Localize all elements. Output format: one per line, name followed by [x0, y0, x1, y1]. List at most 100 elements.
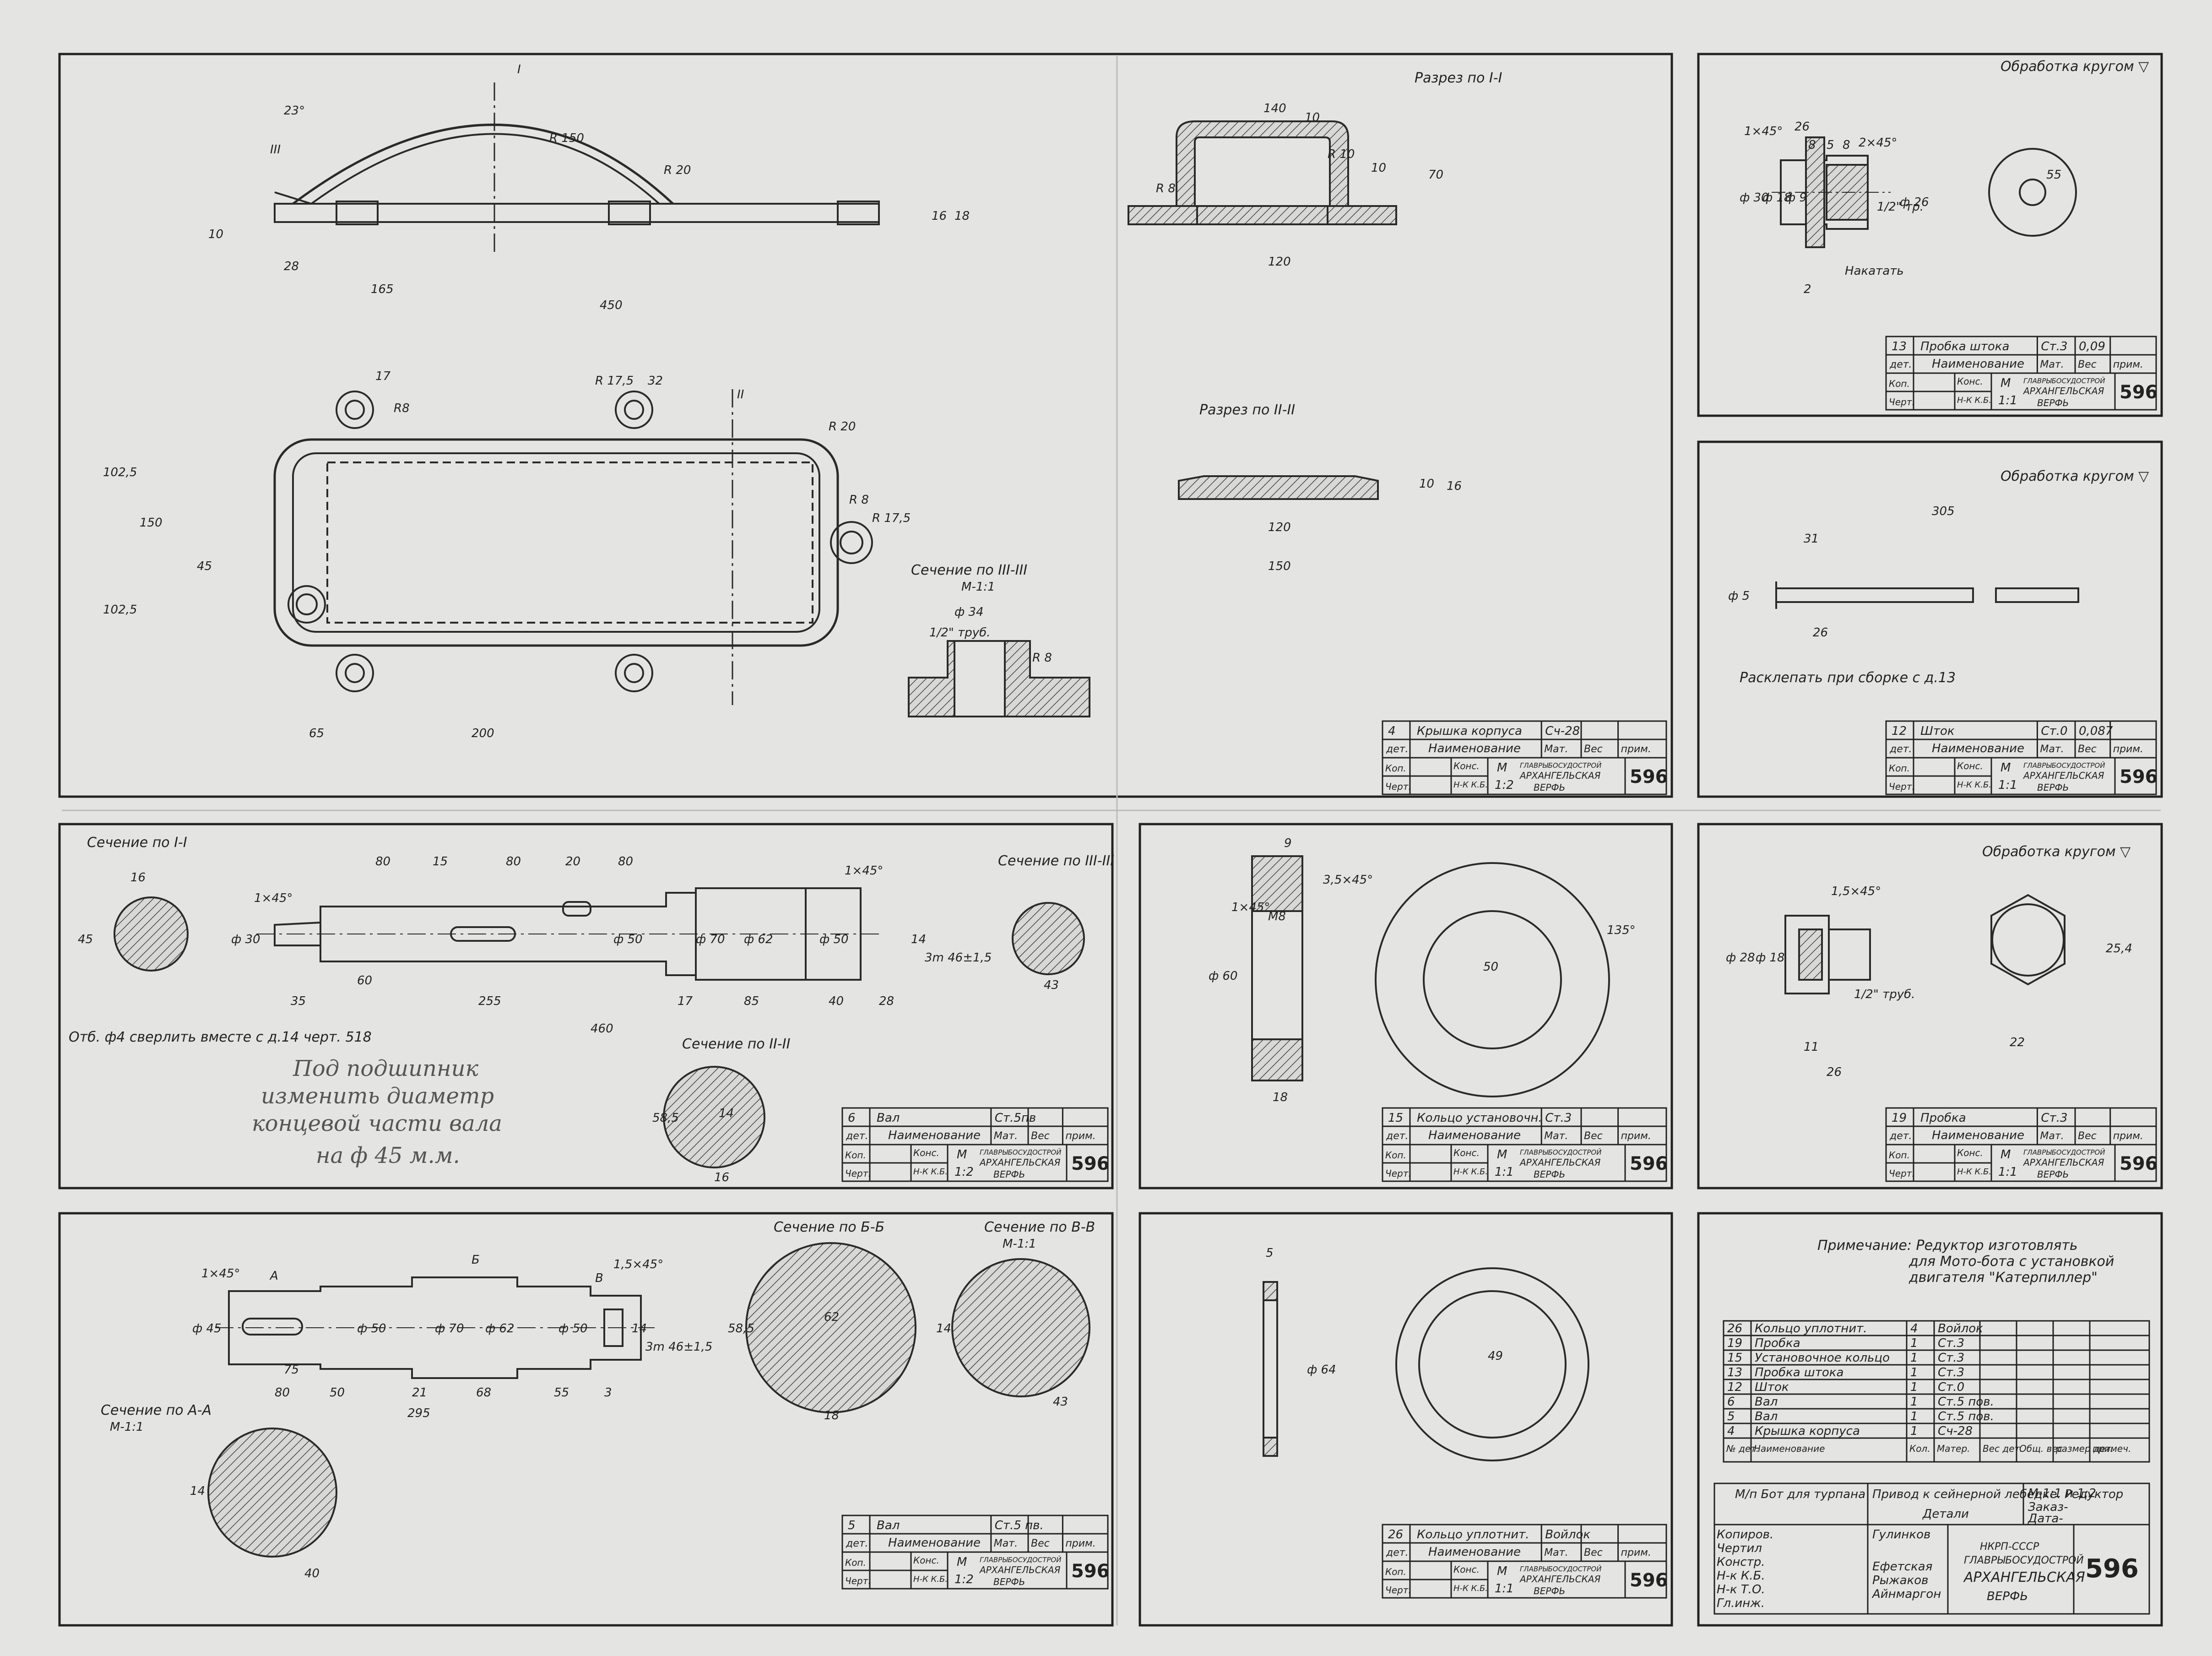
dim: 23° — [284, 104, 305, 118]
object-name: Привод к сейнерной лебедке. Редуктор — [1872, 1488, 2123, 1501]
section-title-a: Сечение по I-I — [87, 835, 187, 851]
spec-cell: 1 — [1910, 1380, 1918, 1394]
dim: 1/2" труб. — [929, 626, 990, 640]
dim: R 17,5 — [872, 511, 911, 525]
spec-cell: 15 — [1727, 1351, 1742, 1365]
dim: 16 — [714, 1171, 729, 1184]
spec-cell: 1 — [1910, 1366, 1918, 1379]
dim: III — [270, 143, 281, 157]
handwritten-note: Под подшипник — [293, 1056, 479, 1081]
organisation: ВЕРФЬ — [1987, 1590, 2028, 1603]
tb-header: Наименование — [1428, 1545, 1521, 1559]
tb-header: Мат. — [1544, 744, 1568, 755]
part-name: Вал — [877, 1519, 900, 1532]
tb-org: АРХАНГЕЛЬСКАЯ — [2022, 1157, 2104, 1168]
assembly-note: Расклепать при сборке с д.13 — [1740, 670, 1956, 686]
part-material: Ст.3 — [1545, 1111, 1572, 1125]
tb-header: дет. — [1889, 1130, 1912, 1142]
tb-header: прим. — [2113, 359, 2143, 370]
dim: ф 70 — [435, 1322, 464, 1336]
tb-sheet-number: 596 — [2120, 382, 2158, 403]
dim: 18 — [824, 1409, 839, 1423]
spec-cell: 1 — [1910, 1395, 1918, 1409]
dim: 50 — [330, 1386, 345, 1400]
spec-cell: Пробка — [1755, 1336, 1800, 1350]
section-title-c: Сечение по А-А — [101, 1402, 211, 1418]
dim: ф 30 — [231, 933, 260, 946]
dim: 55 — [2046, 168, 2061, 182]
dim: 45 — [78, 933, 93, 946]
tb-scale: 1:2 — [954, 1573, 974, 1586]
dim: 21 — [412, 1386, 427, 1400]
part-material: Сч-28 — [1545, 724, 1580, 738]
tb-sheet-number: 596 — [1630, 1153, 1668, 1174]
dim: R 8 — [849, 493, 869, 507]
tb-org: ВЕРФЬ — [993, 1169, 1025, 1180]
dim: 26 — [1813, 626, 1828, 640]
dim: R 150 — [549, 131, 584, 145]
role: Н-к К.Б. — [1717, 1569, 1765, 1583]
person: Гулинков — [1872, 1528, 1930, 1542]
tb-role: Коп. — [1889, 1150, 1910, 1161]
dim: 40 — [304, 1567, 320, 1580]
spec-cell: Вал — [1755, 1395, 1778, 1409]
tb-role: Н-К К.Б. — [1957, 396, 1991, 405]
tb-sheet-number: 596 — [1630, 1570, 1668, 1591]
tb-role: Черт. — [1889, 781, 1915, 792]
panel-frame-spec — [1697, 1212, 2163, 1627]
processing-note: Обработка кругом ▽ — [2001, 59, 2149, 75]
processing-note: Обработка кругом ▽ — [1982, 844, 2131, 860]
spec-cell: 4 — [1910, 1322, 1918, 1336]
tb-role: Черт. — [1889, 1168, 1915, 1179]
tb-role: Коп. — [845, 1150, 866, 1161]
spec-cell: Ст.0 — [1938, 1380, 1964, 1394]
part-material: Ст.5 пв. — [995, 1519, 1044, 1532]
dim: 1/2" тр. — [1877, 200, 1924, 214]
tb-org: ВЕРФЬ — [2037, 1169, 2069, 1180]
dim: 1×45° — [201, 1267, 240, 1281]
part-number: 13 — [1892, 340, 1907, 353]
organisation: ГЛАВРЫБОСУДОСТРОЙ — [1964, 1554, 2084, 1566]
tb-sheet-number: 596 — [2120, 766, 2158, 787]
panel-shaft6-labels: Сечение по I-I Сечение по III-III Сечени… — [69, 835, 1114, 1184]
dim: 2 — [1804, 282, 1811, 296]
section-scale-b: М-1:1 — [1003, 1237, 1036, 1251]
dim: 1×45° — [845, 864, 883, 878]
spec-header: Матер. — [1937, 1443, 1970, 1454]
dim: 9 — [1284, 836, 1292, 850]
role: Констр. — [1717, 1555, 1765, 1569]
dim: 1/2" труб. — [1854, 988, 1915, 1001]
dim: 16 — [932, 209, 947, 223]
section-scale-3: М-1:1 — [961, 580, 995, 594]
tb-header: Мат. — [994, 1538, 1018, 1549]
panel-frame-plug19 — [1697, 823, 2163, 1189]
tb-header: Наименование — [1932, 1129, 2024, 1142]
dim: 140 — [1263, 102, 1286, 115]
dim: 3,5×45° — [1323, 873, 1373, 887]
dim: 1,5×45° — [613, 1258, 663, 1271]
tb-header: дет. — [1386, 1130, 1409, 1142]
dim: 305 — [1932, 505, 1955, 518]
dim: 135° — [1607, 923, 1636, 937]
tb-header: Наименование — [1932, 357, 2024, 371]
tb-org: ГЛАВРЫБОСУДОСТРОЙ — [2023, 1148, 2105, 1156]
spec-cell: 19 — [1727, 1336, 1742, 1350]
tb-scale: 1:1 — [1495, 1165, 1514, 1179]
tb-scale: 1:1 — [1495, 1582, 1514, 1596]
spec-cell: Кольцо уплотнит. — [1755, 1322, 1867, 1336]
tb-role: Н-К К.Б. — [1453, 780, 1488, 790]
tb-org: АРХАНГЕЛЬСКАЯ — [1519, 1574, 1601, 1585]
dim: ф 50 — [357, 1322, 386, 1336]
dim: 22 — [2010, 1036, 2025, 1049]
tb-header: Мат. — [2040, 744, 2064, 755]
spec-header: Общ. вес — [2019, 1443, 2063, 1454]
tb-org: АРХАНГЕЛЬСКАЯ — [979, 1564, 1061, 1575]
spec-cell: Сч-28 — [1938, 1424, 1973, 1438]
dim: 18 — [1273, 1091, 1288, 1104]
spec-cell: Крышка корпуса — [1755, 1424, 1860, 1438]
spec-cell: Ст.3 — [1938, 1366, 1964, 1379]
dim: 20 — [565, 855, 580, 869]
dim: 60 — [357, 974, 372, 988]
